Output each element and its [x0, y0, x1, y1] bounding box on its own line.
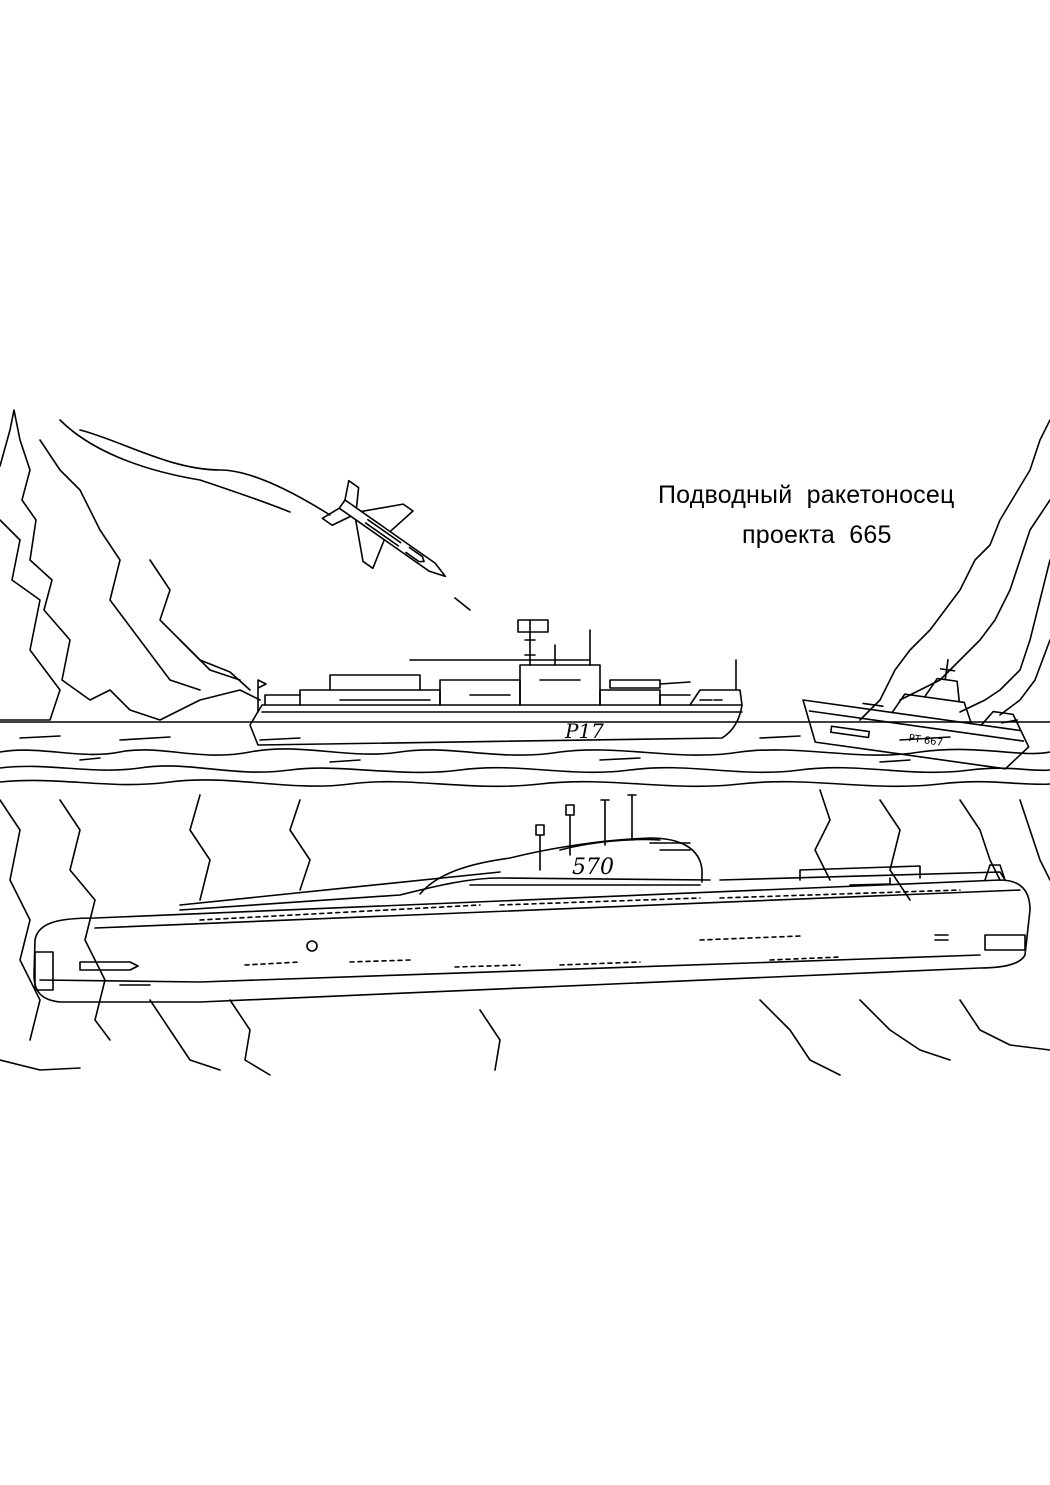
frigate-hull-number: P17	[564, 719, 604, 743]
sea-surface	[0, 721, 1050, 788]
right-iceberg	[859, 419, 1050, 721]
caption-line-1: Подводный ракетоносец	[658, 481, 955, 509]
caption-line-2: проекта 665	[742, 521, 892, 549]
underwater-ice	[0, 789, 1050, 1076]
boat-hull-number: PT 667	[908, 733, 944, 749]
fighter-jet	[321, 479, 447, 578]
patrol-boat: PT 667	[802, 658, 1030, 770]
jet-trail	[454, 597, 471, 611]
submarine: 570	[33, 794, 1031, 1003]
left-iceberg	[0, 409, 331, 721]
submarine-hull-number: 570	[572, 855, 614, 880]
frigate: P17	[249, 619, 743, 746]
